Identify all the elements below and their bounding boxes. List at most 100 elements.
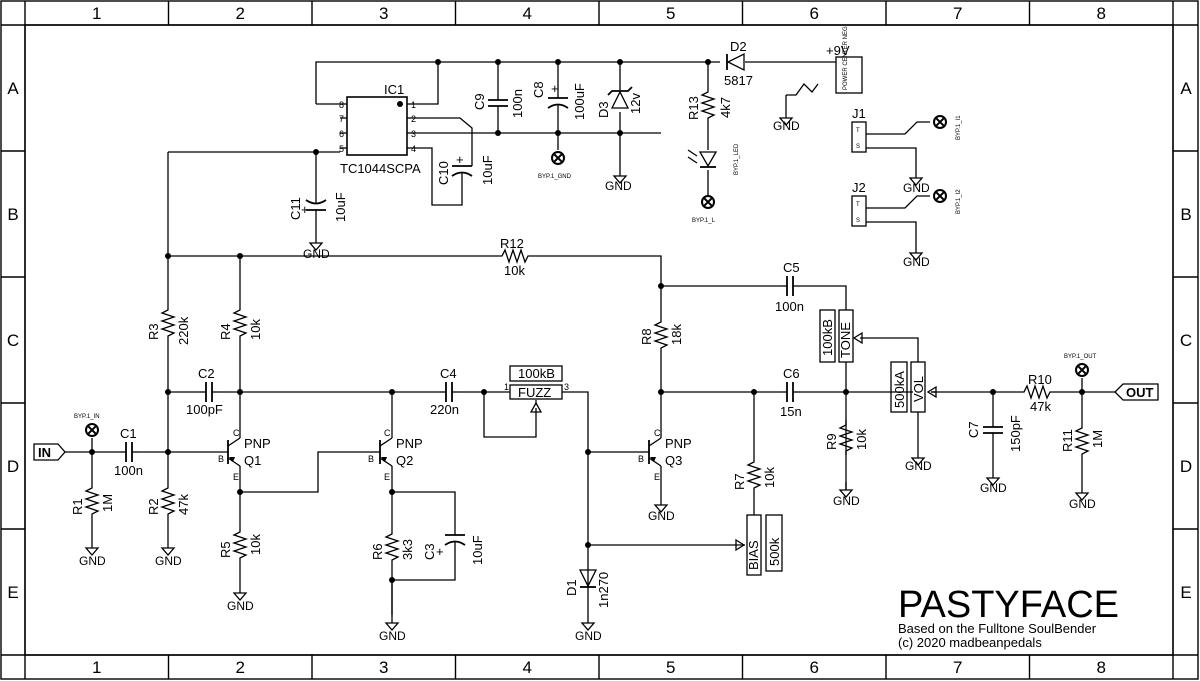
ic1-pin-left-2: 7 <box>339 114 344 124</box>
resistor-r12: R12 10k <box>500 236 532 278</box>
gnd-q2-label: GND <box>379 629 406 643</box>
row-label-right-C: C <box>1180 331 1192 350</box>
gnd-d1-label: GND <box>575 629 602 643</box>
diode-d2: D2 5817 <box>724 39 753 88</box>
ic1-pin-right-1: 1 <box>411 100 416 110</box>
capacitor-c11: + C11 10uF <box>288 192 348 222</box>
resistor-r1: R1 1M <box>70 485 115 540</box>
c4-ref: C4 <box>440 366 457 381</box>
resistor-r10: R10 47k <box>1020 372 1056 414</box>
row-label-left-A: A <box>7 79 19 98</box>
gnd-q3-label: GND <box>648 509 675 523</box>
gnd-r2: GND <box>155 539 182 568</box>
q2-type: PNP <box>396 436 423 451</box>
gnd-r9-label: GND <box>833 494 860 508</box>
gnd-j2: GND <box>903 244 930 269</box>
c7-ref: C7 <box>966 421 981 438</box>
d1-value: 1n270 <box>596 572 611 608</box>
c3-ref: C3 <box>422 543 437 560</box>
resistor-r4: R4 10k <box>218 305 263 345</box>
gnd-r1: GND <box>79 539 106 568</box>
j2-ref: J2 <box>852 180 866 195</box>
r5-value: 10k <box>248 534 263 555</box>
test-point-in: BYP.1_IN <box>74 414 100 437</box>
capacitor-c8: + C8 100uF <box>531 81 587 120</box>
ic1-pin-left-3: 6 <box>339 129 344 139</box>
gnd-r5-label: GND <box>227 599 254 613</box>
column-label-top-3: 3 <box>379 4 388 23</box>
row-label-right-A: A <box>1180 79 1192 98</box>
input-port-label: IN <box>38 445 51 460</box>
q1-type: PNP <box>244 436 271 451</box>
j2-t: T <box>856 202 860 208</box>
row-label-right-B: B <box>1180 205 1191 224</box>
column-label-bottom-3: 3 <box>379 658 388 677</box>
ground-symbols: GND GND GND GND GND GND GND GND GND GND … <box>79 109 1096 643</box>
gnd-power: GND <box>773 109 800 133</box>
r7-ref: R7 <box>732 473 747 490</box>
r9-value: 10k <box>854 429 869 450</box>
c10-ref: C10 <box>436 161 451 185</box>
resistor-r3: R3 220k <box>146 305 191 345</box>
r12-value: 10k <box>504 263 525 278</box>
project-title: PASTYFACE <box>898 584 1119 626</box>
row-label-left-D: D <box>7 457 19 476</box>
ic1-pin-left-1: 8 <box>339 100 344 110</box>
junctions <box>89 59 1085 583</box>
c2-ref: C2 <box>198 366 215 381</box>
d3-ref: D3 <box>596 101 611 118</box>
r2-value: 47k <box>176 494 191 515</box>
jack-j2: T S J2 <box>851 180 867 227</box>
gnd-c11-label: GND <box>303 247 330 261</box>
gnd-r11: GND <box>1069 484 1096 511</box>
output-port: OUT <box>1114 383 1159 401</box>
c9-value: 100n <box>510 89 525 118</box>
capacitor-c10: + C10 10uF <box>436 152 495 185</box>
resistor-r6: R6 3k3 <box>370 500 415 565</box>
c5-ref: C5 <box>783 260 800 275</box>
r4-ref: R4 <box>218 323 233 340</box>
q3-pin-b: B <box>638 454 644 464</box>
input-port: IN <box>33 443 66 461</box>
resistor-r11: R11 1M <box>1060 425 1105 460</box>
c8-value: 100uF <box>572 83 587 120</box>
zener-d3: D3 12v <box>596 86 643 118</box>
q3-type: PNP <box>665 436 692 451</box>
tp-i1-label: BYP.1_I1 <box>956 115 962 140</box>
gnd-j1: GND <box>903 169 930 195</box>
column-label-bottom-8: 8 <box>1097 658 1106 677</box>
power-jack: POWER CENTER NEG +9V <box>826 26 863 94</box>
tone-name: TONE <box>838 322 853 358</box>
r11-ref: R11 <box>1060 429 1075 452</box>
bias-name: BIAS <box>746 540 761 570</box>
output-port-label: OUT <box>1126 385 1154 400</box>
j2-s: S <box>856 218 860 224</box>
wires <box>65 61 1115 615</box>
capacitor-c1: C1 100n <box>114 426 143 478</box>
gnd-vol-label: GND <box>905 459 932 473</box>
gnd-q3: GND <box>648 496 675 523</box>
d2-ref: D2 <box>730 39 747 54</box>
r10-value: 47k <box>1030 399 1051 414</box>
r3-value: 220k <box>176 316 191 345</box>
capacitor-c4: C4 220n <box>430 366 459 417</box>
column-label-top-6: 6 <box>810 4 819 23</box>
led: BYP.1_LED <box>687 143 740 175</box>
capacitor-c9: C9 100n <box>472 89 525 118</box>
pot-fuzz: 100kB FUZZ 1 3 <box>504 365 569 413</box>
column-label-bottom-1: 1 <box>92 658 101 677</box>
r9-ref: R9 <box>824 433 839 450</box>
c6-ref: C6 <box>783 366 800 381</box>
r7-value: 10k <box>762 467 777 488</box>
r13-value: 4k7 <box>718 97 733 118</box>
ic1-pin-right-4: 4 <box>411 144 416 154</box>
gnd-j2-label: GND <box>903 255 930 269</box>
led-test-label: BYP.1_LED <box>734 143 740 175</box>
c1-value: 100n <box>114 463 143 478</box>
column-label-top-7: 7 <box>953 4 962 23</box>
r13-ref: R13 <box>686 96 701 120</box>
gnd-r1-label: GND <box>79 554 106 568</box>
c8-ref: C8 <box>531 81 546 98</box>
diode-d1: D1 1n270 <box>564 569 611 608</box>
q2-pin-e: E <box>384 472 390 482</box>
